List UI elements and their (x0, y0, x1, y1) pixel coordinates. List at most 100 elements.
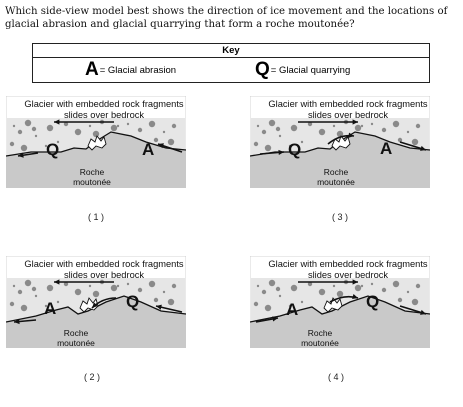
rock-fragment (126, 282, 130, 286)
rock-fragment (116, 284, 120, 288)
rock-fragment (360, 124, 364, 128)
quarried-blocks (331, 135, 351, 151)
bedrock (250, 132, 430, 188)
rock-fragment (336, 290, 344, 298)
rock-fragment (31, 126, 37, 132)
panel-2[interactable]: Glacier with embedded rock fragments sli… (6, 256, 186, 348)
rock-fragment (17, 129, 23, 135)
bedrock-surface (250, 295, 430, 323)
flow-arrow-right (157, 143, 183, 153)
rock-fragment (392, 120, 400, 128)
flow-arrow-right (399, 141, 427, 151)
rock-fragment (406, 130, 410, 134)
rock-fragment (332, 284, 336, 288)
panel-2-diagram (6, 256, 186, 348)
rock-fragment (370, 122, 374, 126)
rock-fragment (381, 127, 387, 133)
bedrock (250, 296, 430, 348)
rock-fragment (275, 286, 281, 292)
ice-direction-arrow (54, 119, 114, 125)
rock-fragment (275, 126, 281, 132)
flow-arrow-right (399, 305, 427, 315)
key-abrasion: A = Glacial abrasion (85, 60, 176, 80)
rock-fragment (261, 289, 267, 295)
panel-1-rock-label: Roche moutonée (73, 167, 111, 187)
rock-fragment (12, 284, 16, 288)
rock-fragment (253, 141, 259, 147)
ice-direction-arrow (298, 279, 358, 285)
rock-fragment (20, 304, 28, 312)
flow-arrow-left (13, 318, 37, 325)
rock-fragment (24, 119, 32, 127)
panel-1[interactable]: Glacier with embedded rock fragments sli… (6, 96, 186, 188)
rock-fragment (74, 288, 82, 296)
rock-fragment (268, 119, 276, 127)
rock-fragment (20, 144, 28, 152)
rock-fragment (88, 124, 92, 128)
rock-fragment (153, 137, 159, 143)
panel-4[interactable]: Glacier with embedded rock fragments sli… (250, 256, 430, 348)
rock-fragment (153, 297, 159, 303)
rock-fragment (307, 121, 313, 127)
rock-fragment (336, 130, 344, 138)
key-quarrying-label: = Glacial quarrying (270, 64, 351, 76)
panel-3-title: Glacier with embedded rock fragments sli… (268, 99, 428, 120)
rock-fragment (44, 304, 48, 308)
rock-fragment (31, 286, 37, 292)
key-abrasion-label: = Glacial abrasion (99, 64, 177, 76)
flow-arrow-left (17, 152, 39, 158)
flow-arrow-right (155, 304, 183, 313)
ice-direction-arrow (298, 119, 358, 125)
rock-fragment (318, 128, 326, 136)
rock-fragment (34, 134, 38, 138)
rock-fragment (24, 279, 32, 287)
panel-2-right-letter: Q (126, 292, 140, 311)
panel-1-caption: ( 1 ) (87, 212, 104, 222)
rock-fragment (9, 301, 15, 307)
rock-fragment (46, 284, 54, 292)
rock-fragment (9, 141, 15, 147)
ice-direction-arrow (54, 279, 114, 285)
question-text: Which side-view model best shows the dir… (5, 6, 448, 30)
rock-fragment (300, 140, 304, 144)
panel-1-title: Glacier with embedded rock fragments sli… (24, 99, 184, 120)
panel-2-caption: ( 2 ) (83, 372, 100, 382)
rock-fragment (264, 304, 272, 312)
rock-fragment (288, 144, 292, 148)
flow-arrow-mid (327, 132, 355, 145)
rock-fragment (411, 298, 419, 306)
panel-4-left-letter: A (286, 300, 299, 319)
rock-fragment (162, 290, 166, 294)
panel-1-left-letter: Q (46, 140, 60, 159)
rock-fragment (290, 284, 298, 292)
rock-fragment (354, 284, 362, 292)
rock-fragment (34, 294, 38, 298)
rock-fragment (92, 130, 100, 138)
panel-3[interactable]: Glacier with embedded rock fragments sli… (250, 96, 430, 188)
flow-arrow-mid (91, 297, 117, 309)
key-box: Key A = Glacial abrasion Q = Glacial qua… (32, 43, 430, 83)
rock-fragment (397, 297, 403, 303)
rock-fragment (411, 138, 419, 146)
flow-arrow-mid (329, 294, 359, 303)
panel-2-left-letter: A (44, 299, 57, 318)
rock-fragment (56, 140, 60, 144)
bedrock (6, 296, 186, 348)
panel-1-diagram (6, 96, 186, 188)
rock-fragment (137, 127, 143, 133)
key-quarrying-letter: Q (255, 59, 270, 80)
quarried-blocks (87, 135, 107, 151)
flow-arrow-left (259, 149, 285, 156)
rock-fragment (167, 138, 175, 146)
rock-fragment (268, 279, 276, 287)
rock-fragment (278, 134, 282, 138)
bedrock (6, 132, 186, 188)
quarried-blocks (323, 297, 343, 313)
rock-fragment (392, 280, 400, 288)
bedrock-surface (6, 295, 186, 323)
panel-4-title: Glacier with embedded rock fragments sli… (268, 259, 428, 280)
rock-fragment (290, 124, 298, 132)
rock-fragment (171, 283, 177, 289)
rock-fragment (381, 287, 387, 293)
panel-3-diagram (250, 96, 430, 188)
